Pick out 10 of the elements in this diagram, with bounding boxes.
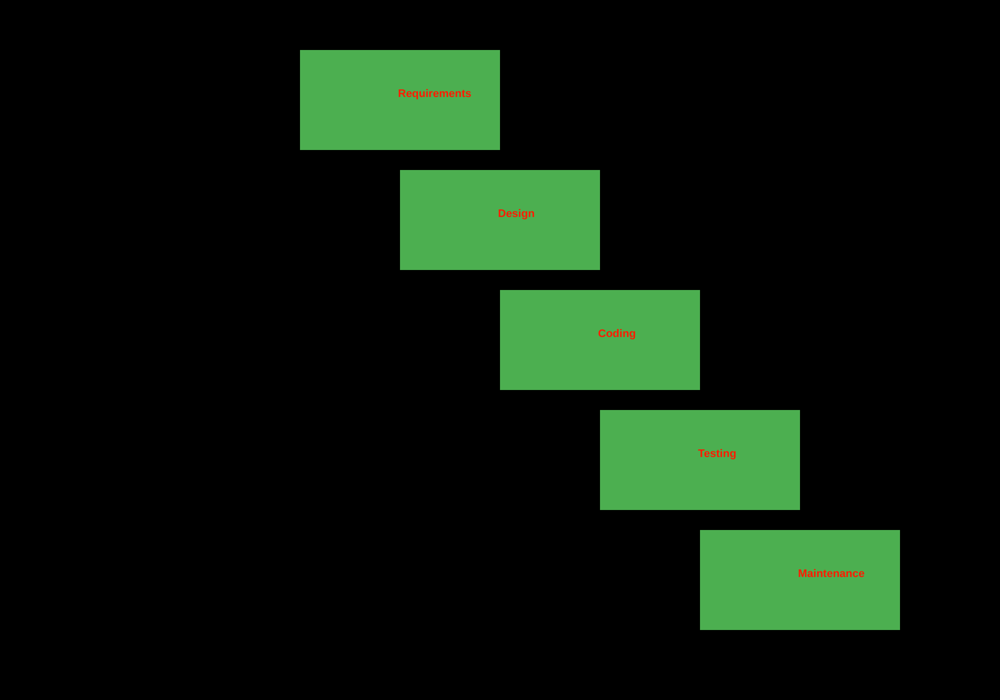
step-label: Testing [698, 447, 736, 461]
step-label: Coding [598, 327, 636, 341]
step-label: Design [498, 207, 535, 221]
step-label: Maintenance [798, 567, 865, 581]
process-box [300, 50, 500, 150]
process-box [700, 530, 900, 630]
step-label: Requirements [398, 87, 472, 101]
process-box [500, 290, 700, 390]
process-box [600, 410, 800, 510]
process-box [400, 170, 600, 270]
